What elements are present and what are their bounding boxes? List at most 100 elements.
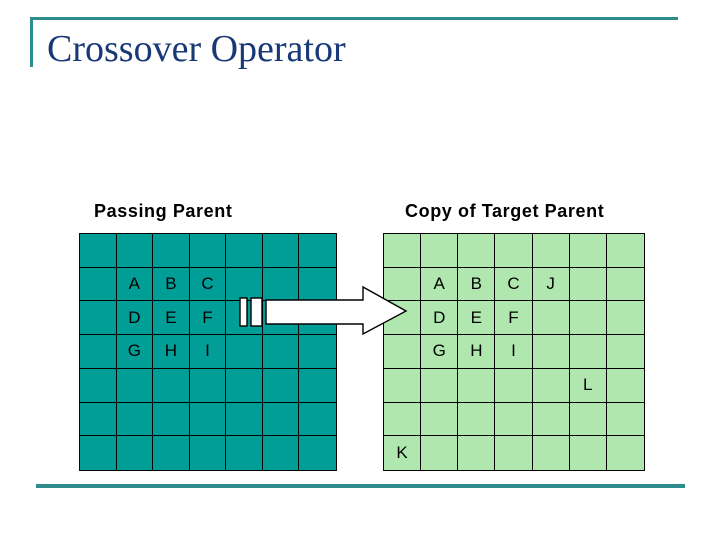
striped-right-arrow-icon [236,284,410,338]
grid-cell: B [153,267,190,302]
grid-cell: E [153,301,190,336]
grid-cell [262,234,300,268]
grid-cell [299,234,336,268]
grid-cell: K [384,436,422,470]
grid-cell: H [458,335,496,369]
grid-cell [116,402,154,437]
grid-cell [421,402,459,437]
target-parent-label: Copy of Target Parent [405,201,605,221]
grid-cell: A [116,267,154,302]
grid-cell: G [421,335,459,369]
grid-cell [189,436,227,470]
grid-cell [421,368,459,403]
grid-cell [226,234,263,268]
grid-cell [421,436,459,470]
grid-cell: I [189,335,227,369]
grid-cell [606,267,644,302]
grid-cell [80,267,117,302]
grid-cell [495,402,533,437]
grid-cell [569,402,607,437]
grid-cell [532,436,570,470]
arrow-stripe-1 [239,297,248,327]
grid-cell [532,402,570,437]
grid-cell: C [495,267,533,302]
grid-cell [606,335,644,369]
grid-cell [80,301,117,336]
grid-cell [189,368,227,403]
grid-cell: B [458,267,496,302]
grid-cell [262,436,300,470]
grid-cell [262,402,300,437]
grid-cell [189,402,227,437]
grid-cell: C [189,267,227,302]
grid-cell [299,267,336,302]
grid-cell: J [532,267,570,302]
grid-cell [80,368,117,403]
grid-cell [80,402,117,437]
grid-cell [384,402,422,437]
grid-cell [226,436,263,470]
grid-cell [569,436,607,470]
grid-cell [569,335,607,369]
grid-cell [116,436,154,470]
arrow-body [265,285,408,336]
grid-cell [569,234,607,268]
grid-cell [458,368,496,403]
grid-cell: F [189,301,227,336]
grid-cell [153,402,190,437]
grid-cell [384,335,422,369]
grid-cell [153,436,190,470]
grid-cell: D [421,301,459,336]
grid-cell [421,234,459,268]
grid-cell [458,402,496,437]
grid-cell [532,301,570,336]
grid-cell: G [116,335,154,369]
bottom-accent-rule [36,484,685,488]
grid-cell [606,436,644,470]
grid-cell [299,436,336,470]
grid-cell [262,335,300,369]
arrow-stripe-2 [250,297,263,327]
grid-cell [226,335,263,369]
grid-cell [189,234,227,268]
grid-cell: D [116,301,154,336]
grid-cell [80,234,117,268]
grid-cell [495,234,533,268]
grid-cell: I [495,335,533,369]
grid-cell [299,402,336,437]
grid-cell [80,335,117,369]
passing-parent-label: Passing Parent [94,201,233,221]
grid-cell [262,267,300,302]
grid-cell [153,234,190,268]
grid-cell [80,436,117,470]
grid-cell [299,368,336,403]
grid-cell [226,267,263,302]
grid-cell [532,368,570,403]
grid-cell [458,436,496,470]
grid-cell: L [569,368,607,403]
grid-cell [606,234,644,268]
grid-cell [116,234,154,268]
grid-cell [226,368,263,403]
grid-cell: E [458,301,496,336]
grid-cell [262,368,300,403]
grid-cell [569,267,607,302]
grid-cell [569,301,607,336]
grid-cell [384,368,422,403]
grid-cell [116,368,154,403]
grid-cell [495,368,533,403]
grid-cell: F [495,301,533,336]
grid-cell [153,368,190,403]
grid-cell: H [153,335,190,369]
page-title: Crossover Operator [47,28,346,70]
grid-cell [532,335,570,369]
grid-cell [606,402,644,437]
title-accent-bar [30,17,33,67]
grid-cell [606,301,644,336]
grid-cell [495,436,533,470]
grid-cell [458,234,496,268]
grid-cell: A [421,267,459,302]
